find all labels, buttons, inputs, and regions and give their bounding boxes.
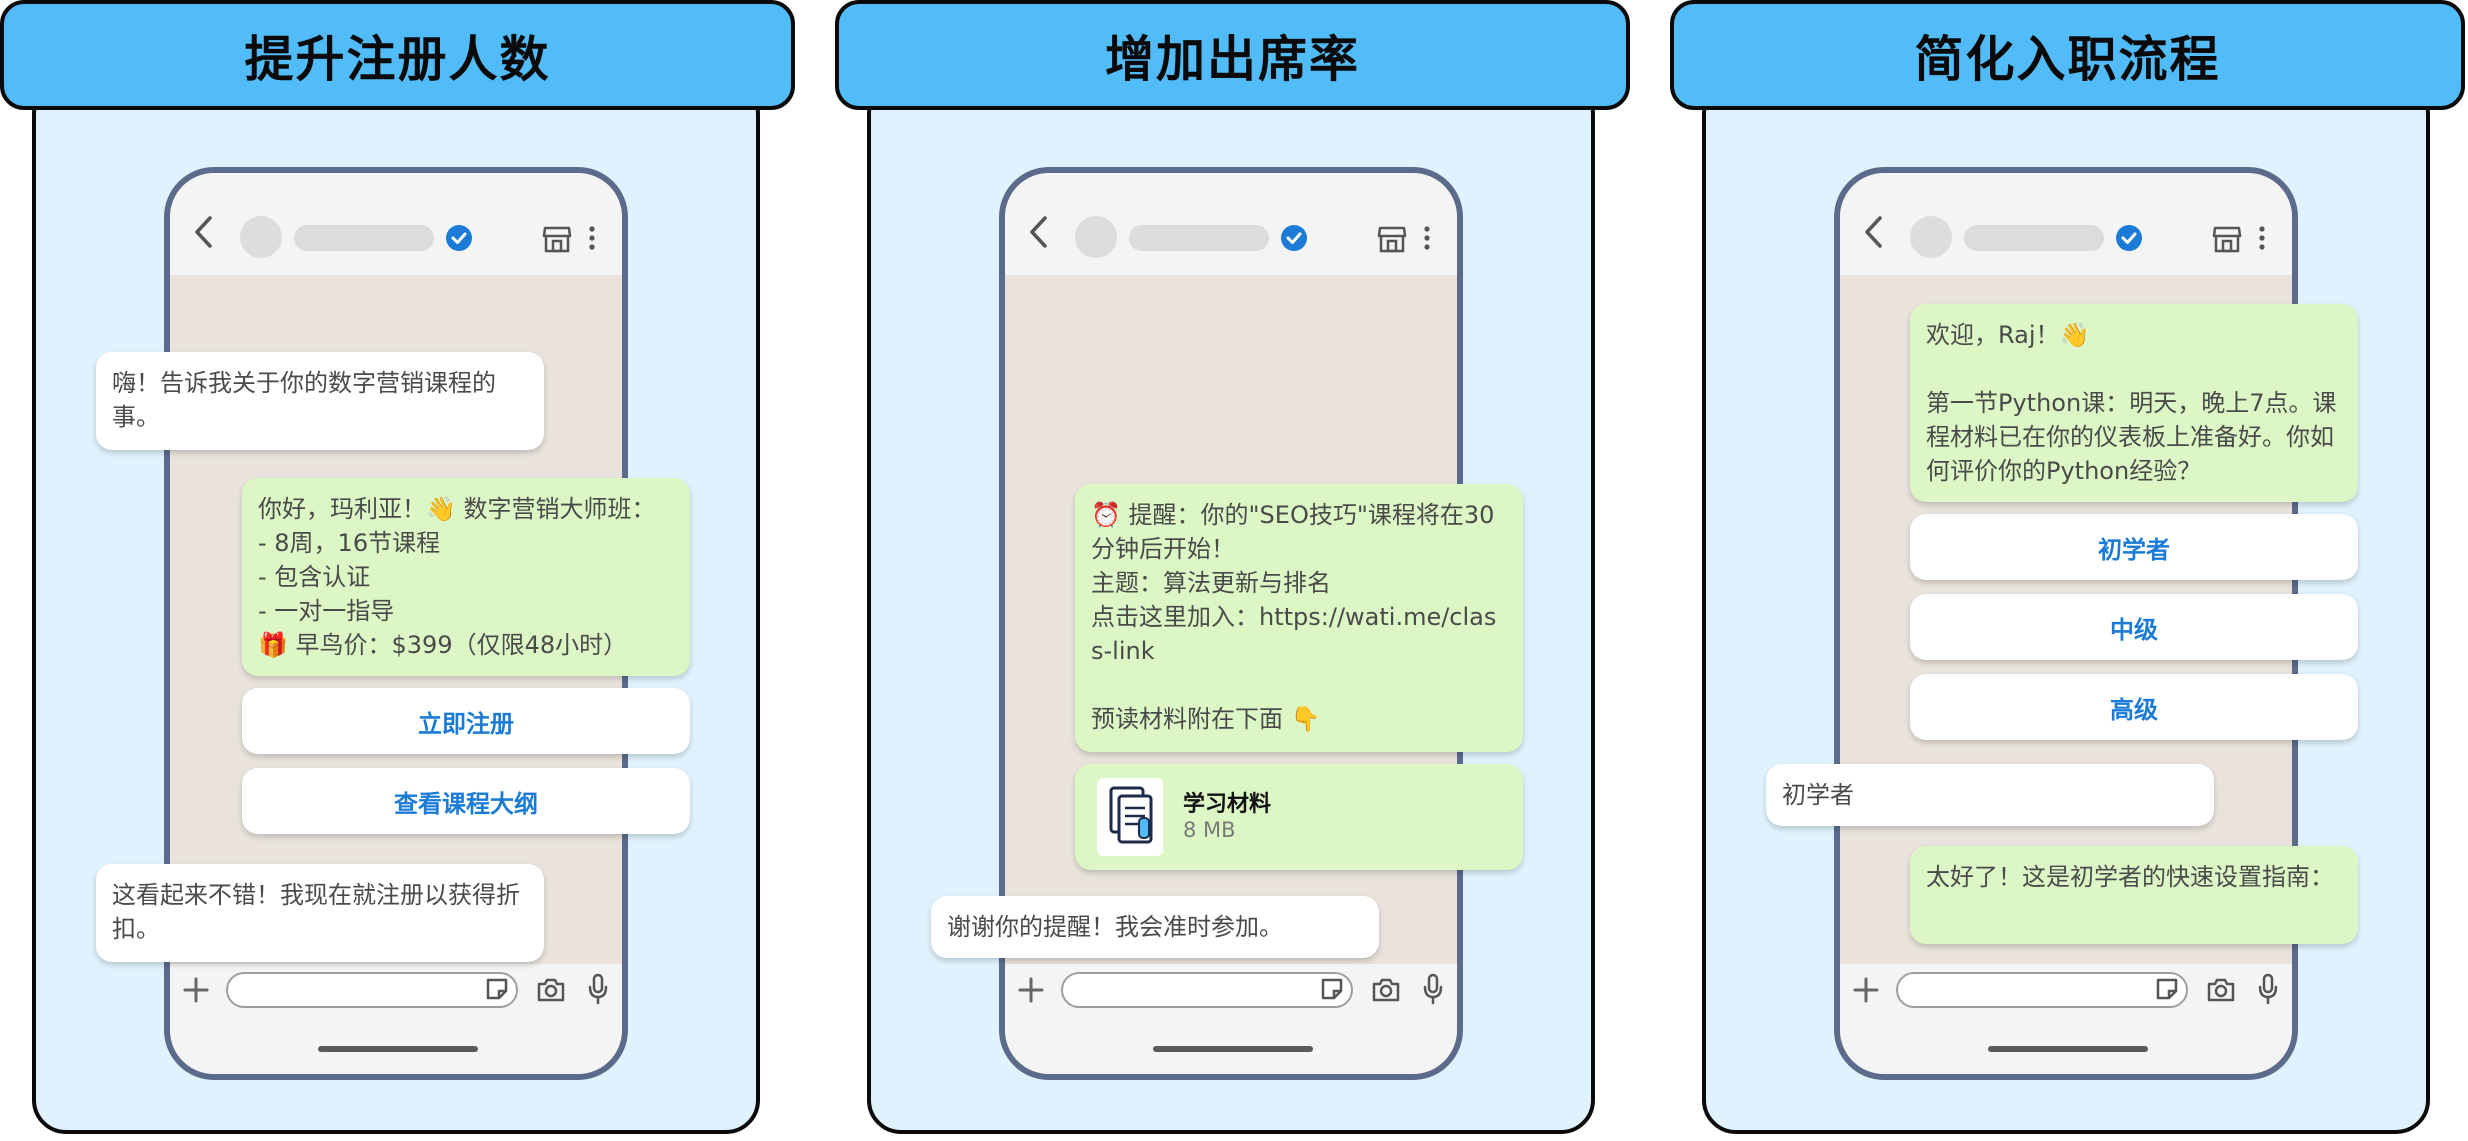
panel-attendance: 增加出席率 ⏰ 提醒：你的"SEO技巧"课程将在30分钟后开始！ 主题：算法更新… <box>835 0 1630 1141</box>
chat-composer <box>1840 964 2292 1074</box>
kebab-menu-icon[interactable] <box>1423 225 1431 251</box>
intermediate-option-button[interactable]: 中级 <box>1910 594 2358 660</box>
back-arrow-icon[interactable] <box>1862 215 1884 249</box>
view-syllabus-button[interactable]: 查看课程大纲 <box>242 768 690 834</box>
chat-composer <box>1005 964 1457 1074</box>
panel-enrollment: 提升注册人数 嗨！告诉我关于你的数字营销课程的事。 你好，玛利亚！👋 数字营销大… <box>0 0 795 1141</box>
store-icon[interactable] <box>542 225 572 253</box>
contact-name-placeholder <box>1964 225 2104 251</box>
back-arrow-icon[interactable] <box>192 215 214 249</box>
incoming-message: 这看起来不错！我现在就注册以获得折扣。 <box>96 864 544 962</box>
sticker-icon[interactable] <box>1319 976 1345 1002</box>
contact-name-placeholder <box>1129 225 1269 251</box>
enroll-now-button[interactable]: 立即注册 <box>242 688 690 754</box>
avatar[interactable] <box>1075 216 1117 258</box>
store-icon[interactable] <box>2212 225 2242 253</box>
sticker-icon[interactable] <box>484 976 510 1002</box>
store-icon[interactable] <box>1377 225 1407 253</box>
home-indicator <box>1988 1046 2148 1052</box>
home-indicator <box>318 1046 478 1052</box>
mic-icon[interactable] <box>2258 973 2278 1005</box>
message-input[interactable] <box>226 972 518 1008</box>
avatar[interactable] <box>1910 216 1952 258</box>
document-size: 8 MB <box>1183 818 1236 842</box>
home-indicator <box>1153 1046 1313 1052</box>
camera-icon[interactable] <box>536 976 566 1004</box>
chat-composer <box>170 964 622 1074</box>
mic-icon[interactable] <box>1423 973 1443 1005</box>
panel-title: 增加出席率 <box>835 0 1630 110</box>
incoming-message: 嗨！告诉我关于你的数字营销课程的事。 <box>96 352 544 450</box>
beginner-option-button[interactable]: 初学者 <box>1910 514 2358 580</box>
camera-icon[interactable] <box>1371 976 1401 1004</box>
outgoing-message: ⏰ 提醒：你的"SEO技巧"课程将在30分钟后开始！ 主题：算法更新与排名 点击… <box>1075 484 1523 752</box>
chat-header <box>1840 173 2292 275</box>
message-input[interactable] <box>1061 972 1353 1008</box>
outgoing-message: 欢迎，Raj！👋 第一节Python课：明天，晚上7点。课程材料已在你的仪表板上… <box>1910 304 2358 502</box>
camera-icon[interactable] <box>2206 976 2236 1004</box>
document-attachment[interactable]: 学习材料 8 MB <box>1075 764 1523 870</box>
mic-icon[interactable] <box>588 973 608 1005</box>
verified-badge-icon <box>2116 225 2142 251</box>
verified-badge-icon <box>446 225 472 251</box>
panel-title: 简化入职流程 <box>1670 0 2465 110</box>
document-icon <box>1097 778 1163 856</box>
kebab-menu-icon[interactable] <box>2258 225 2266 251</box>
panel-title: 提升注册人数 <box>0 0 795 110</box>
document-title: 学习材料 <box>1183 792 1272 817</box>
advanced-option-button[interactable]: 高级 <box>1910 674 2358 740</box>
outgoing-message: 你好，玛利亚！👋 数字营销大师班： - 8周，16节课程 - 包含认证 - 一对… <box>242 478 690 676</box>
plus-icon[interactable] <box>1852 976 1880 1004</box>
plus-icon[interactable] <box>1017 976 1045 1004</box>
kebab-menu-icon[interactable] <box>588 225 596 251</box>
panel-onboarding: 简化入职流程 欢迎，Raj！👋 第一节Python课：明天，晚上7点。课程材料已… <box>1670 0 2465 1141</box>
sticker-icon[interactable] <box>2154 976 2180 1002</box>
avatar[interactable] <box>240 216 282 258</box>
contact-name-placeholder <box>294 225 434 251</box>
incoming-message: 初学者 <box>1766 764 2214 826</box>
incoming-message: 谢谢你的提醒！我会准时参加。 <box>931 896 1379 958</box>
chat-header <box>170 173 622 275</box>
outgoing-message: 太好了！这是初学者的快速设置指南： <box>1910 846 2358 944</box>
chat-header <box>1005 173 1457 275</box>
plus-icon[interactable] <box>182 976 210 1004</box>
verified-badge-icon <box>1281 225 1307 251</box>
back-arrow-icon[interactable] <box>1027 215 1049 249</box>
message-input[interactable] <box>1896 972 2188 1008</box>
